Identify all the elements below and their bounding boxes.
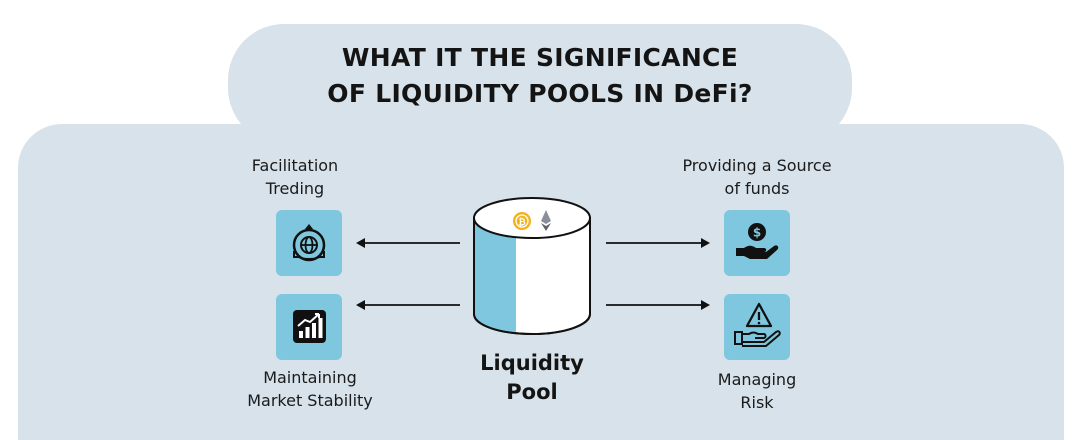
label-line: Maintaining xyxy=(263,368,357,387)
arrow-to-managing-risk xyxy=(606,300,710,310)
liquidity-pool-label: Liquidity Pool xyxy=(470,349,594,407)
label-line: Managing xyxy=(717,370,797,389)
dollar-hand-icon: $ xyxy=(724,210,790,276)
label-line: Treding xyxy=(265,179,325,198)
pool-label-line: Pool xyxy=(506,380,558,404)
label-line: of funds xyxy=(724,179,790,198)
diagram-title: WHAT IT THE SIGNIFICANCE OF LIQUIDITY PO… xyxy=(228,40,852,112)
bitcoin-coin-icon: ₿ xyxy=(513,212,531,230)
label-maintaining-market-stability: Maintaining Market Stability xyxy=(210,366,410,412)
ethereum-icon xyxy=(541,210,551,231)
warning-hand-icon xyxy=(724,294,790,360)
label-line: Market Stability xyxy=(247,391,373,410)
label-providing-source-of-funds: Providing a Source of funds xyxy=(662,154,852,200)
title-line-1: WHAT IT THE SIGNIFICANCE xyxy=(341,43,739,72)
svg-text:₿: ₿ xyxy=(518,217,525,228)
growth-chart-icon xyxy=(276,294,342,360)
label-facilitation-trading: Facilitation Treding xyxy=(210,154,380,200)
title-pill xyxy=(228,24,852,144)
pool-label-line: Liquidity xyxy=(480,351,584,375)
liquidity-pool-cylinder: ₿ xyxy=(473,197,591,335)
label-managing-risk: Managing Risk xyxy=(672,368,842,414)
label-line: Risk xyxy=(740,393,774,412)
arrow-to-market-stability xyxy=(356,300,460,310)
globe-exchange-icon xyxy=(276,210,342,276)
arrow-to-facilitation xyxy=(356,238,460,248)
arrow-to-source-of-funds xyxy=(606,238,710,248)
label-line: Facilitation xyxy=(251,156,339,175)
title-line-2: OF LIQUIDITY POOLS IN DeFi? xyxy=(327,79,753,108)
svg-text:$: $ xyxy=(753,226,761,240)
label-line: Providing a Source xyxy=(682,156,832,175)
